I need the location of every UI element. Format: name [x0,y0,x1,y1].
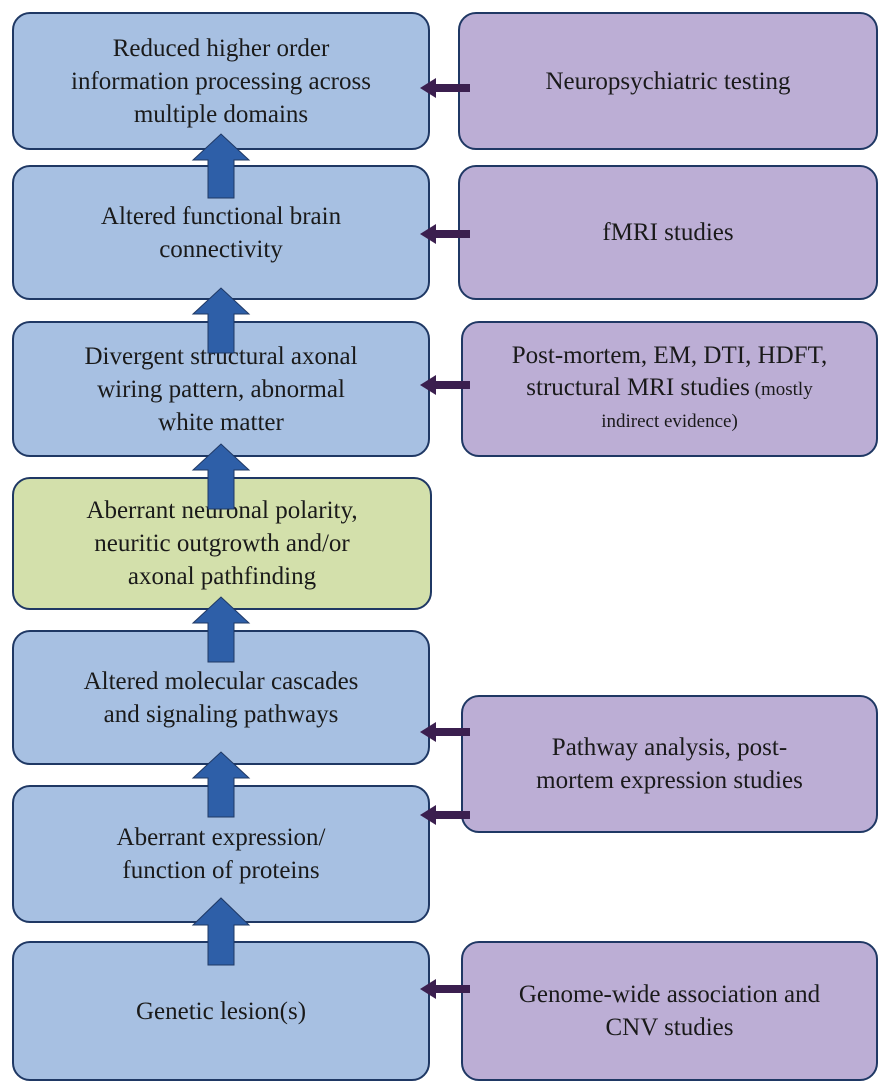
box-genetic-lesions: Genetic lesion(s) [12,941,430,1081]
box-text-small: (mostly [749,379,813,400]
box-text-line: mortem expression studies [536,767,803,794]
box-text-line: connectivity [159,235,283,263]
box-text-line: Pathway analysis, post- [551,734,788,761]
box-text-line: Post-mortem, EM, DTI, HDFT, [511,342,828,369]
box-text-line: function of proteins [122,857,320,884]
box-text-line: Genetic lesion(s) [135,997,307,1025]
box-aberrant-expression: Aberrant expression/ function of protein… [12,785,430,923]
box-molecular-cascades: Altered molecular cascades and signaling… [12,630,430,765]
box-text-line: fMRI studies [602,219,734,246]
box-text-line: neuritic outgrowth and/or [94,530,350,557]
evidence-fmri: fMRI studies [458,165,878,300]
box-text-line: CNV studies [605,1014,734,1041]
box-text-main: structural MRI studies [526,374,750,401]
box-text-line: axonal pathfinding [127,563,317,590]
box-text-line: information processing across [71,67,371,95]
box-text-line: Reduced higher order [112,34,330,62]
box-divergent-wiring: Divergent structural axonal wiring patte… [12,321,430,457]
box-text-line: structural MRI studies (mostly [526,372,812,406]
box-altered-connectivity: Altered functional brain connectivity [12,165,430,300]
box-text-line: wiring pattern, abnormal [97,375,345,403]
box-text-line: Aberrant expression/ [116,824,326,851]
box-reduced-processing: Reduced higher order information process… [12,12,430,150]
box-text-line: Genome-wide association and [518,981,821,1008]
box-text-line: Altered functional brain [100,202,342,230]
box-text-line: and signaling pathways [103,700,339,728]
box-text-line: white matter [158,408,284,436]
box-aberrant-polarity: Aberrant neuronal polarity, neuritic out… [12,477,432,610]
box-text-line: multiple domains [133,100,309,128]
evidence-neuropsychiatric-testing: Neuropsychiatric testing [458,12,878,150]
evidence-pathway-analysis: Pathway analysis, post- mortem expressio… [461,695,878,833]
box-text-line: Altered molecular cascades [83,667,359,695]
evidence-postmortem-imaging: Post-mortem, EM, DTI, HDFT, structural M… [461,321,878,457]
evidence-genome-wide: Genome-wide association and CNV studies [461,941,878,1081]
box-text-line: Neuropsychiatric testing [545,67,791,95]
box-text-line-small: indirect evidence) [601,411,738,432]
box-text-line: Aberrant neuronal polarity, [86,497,358,524]
box-text-line: Divergent structural axonal [84,342,358,370]
